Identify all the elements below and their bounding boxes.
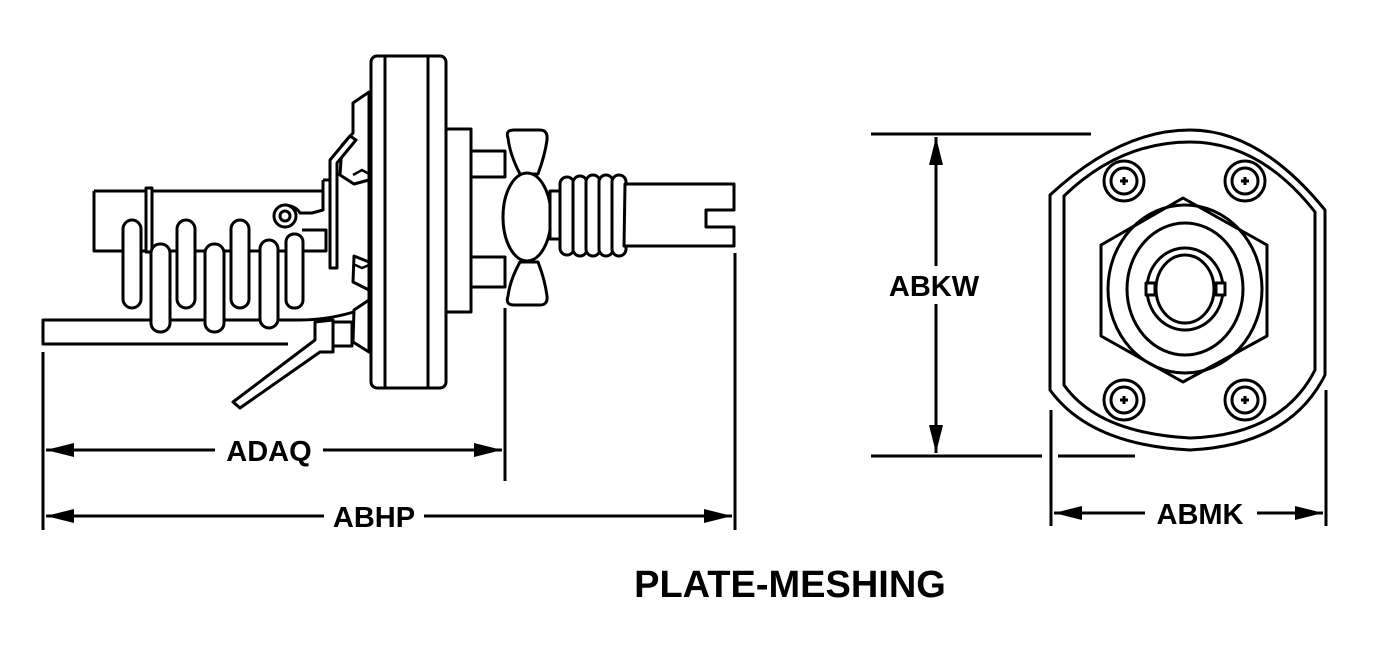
flange-outer-outline: [1048, 128, 1327, 452]
phillips-cross-icon: [1120, 396, 1128, 404]
arrow-down-icon: [929, 425, 943, 453]
front-view-dimensions: ABKW ABMK: [871, 132, 1328, 531]
coil-contact: [121, 218, 143, 310]
latch-spring: [328, 134, 358, 270]
screw-washer: [1102, 378, 1146, 422]
front-view: [1048, 128, 1327, 452]
eyelet-inner: [278, 209, 292, 223]
arrow-right-icon: [704, 509, 732, 523]
coil-contact: [258, 238, 280, 330]
flange-inner-outline: [1062, 140, 1317, 440]
side-view: [41, 54, 736, 410]
dimension-abmk: ABMK: [1054, 495, 1323, 531]
label-background: [878, 266, 992, 304]
dimension-label-abmk: ABMK: [1157, 499, 1244, 531]
rear-hex-detail: [352, 168, 370, 270]
coil-contact: [149, 242, 172, 334]
latch-tab: [321, 178, 330, 190]
phillips-cross-icon: [1241, 177, 1249, 185]
screw-head: [1230, 385, 1260, 415]
phillips-cross-icon: [1241, 396, 1249, 404]
dimension-label-abkw: ABKW: [889, 271, 980, 303]
screw-washer: [1102, 159, 1146, 203]
arrow-right-icon: [474, 443, 502, 457]
dimension-adaq: ADAQ: [46, 432, 502, 468]
side-view-dimensions: ADAQ ABHP: [41, 253, 737, 534]
screw-bottom-right: [1223, 378, 1267, 422]
phillips-cross-icon: [1120, 177, 1128, 185]
shaft-key-right: [1214, 281, 1227, 297]
coil-contact: [175, 218, 197, 310]
shaft-ring-outer: [1145, 246, 1225, 332]
screw-top-right: [1223, 159, 1267, 203]
label-background: [215, 432, 323, 468]
threads: [558, 173, 628, 258]
arrow-left-icon: [46, 443, 74, 457]
body-clip: [144, 186, 154, 254]
contact-body-lower: [92, 191, 328, 253]
dimension-label-adaq: ADAQ: [226, 436, 311, 468]
dimension-label-abhp: ABHP: [333, 502, 415, 534]
hex-nut: [1099, 196, 1269, 384]
screw-bottom-left: [1102, 378, 1146, 422]
coil-contact: [229, 218, 251, 310]
shaft-key-left: [1144, 281, 1157, 297]
screw-head: [1230, 166, 1260, 196]
coil-contact: [284, 232, 305, 310]
terminal-block: [331, 320, 354, 348]
screw-top-left: [1102, 159, 1146, 203]
wing-nut-center: [501, 171, 553, 263]
slotted-shaft: [622, 182, 736, 248]
arrow-right-icon: [1295, 506, 1323, 520]
arrow-up-icon: [929, 137, 943, 165]
screw-head: [1109, 385, 1139, 415]
shaft-core: [1154, 253, 1216, 325]
label-background: [324, 498, 424, 534]
dimension-abhp: ABHP: [46, 498, 732, 534]
screw-washer: [1223, 378, 1267, 422]
bushing-inner: [469, 255, 507, 289]
flange: [369, 54, 448, 390]
wing-nut-top: [505, 128, 549, 176]
bushing: [444, 127, 473, 314]
dimension-abkw: ABKW: [878, 137, 992, 453]
bottom-lead: [41, 308, 361, 346]
eyelet-outer: [272, 203, 298, 229]
screw-washer: [1223, 159, 1267, 203]
coil-contact: [203, 242, 226, 334]
arrow-left-icon: [1054, 506, 1082, 520]
bushing-ring: [1125, 221, 1245, 357]
diagram-title: PLATE-MESHING: [634, 564, 946, 606]
wing-nut-bottom: [505, 260, 549, 307]
nut-washer: [1106, 203, 1264, 375]
screw-head: [1109, 166, 1139, 196]
arrow-left-icon: [46, 509, 74, 523]
angled-terminal: [231, 318, 335, 410]
bushing-inner: [469, 149, 507, 179]
label-background: [1145, 495, 1257, 531]
